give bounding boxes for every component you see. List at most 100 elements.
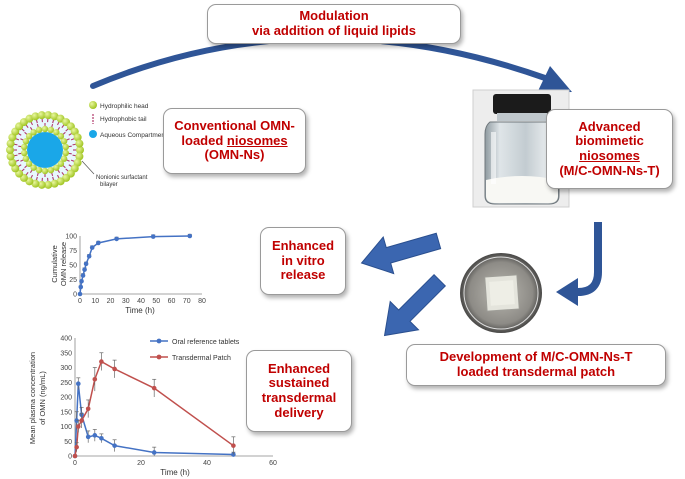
plasma-chart-data-point: [99, 359, 104, 364]
conventional-line-1: Conventional OMN-: [174, 118, 295, 134]
arrow-to-sustained: [383, 273, 447, 337]
outer-head: [56, 177, 65, 186]
release-chart-data-point: [96, 240, 101, 246]
modulation-title: Modulation: [299, 8, 369, 24]
modulation-box: Modulation via addition of liquid lipids: [207, 4, 461, 44]
modulation-curved-arrow: [90, 35, 572, 93]
inner-head: [47, 126, 55, 134]
plasma-chart-data-point: [79, 418, 84, 423]
inner-head: [57, 160, 65, 167]
inner-head: [35, 166, 43, 174]
outer-head: [76, 146, 84, 154]
inner-head: [41, 125, 49, 133]
plasma-chart-x-tick: 0: [73, 460, 77, 467]
release-chart-data-point: [79, 278, 84, 284]
plasma-chart-y-tick: 0: [68, 454, 72, 461]
inner-head: [53, 164, 60, 171]
inner-head: [57, 133, 65, 140]
inner-head: [22, 155, 30, 162]
plasma-chart-data-point: [85, 434, 91, 440]
outer-head: [50, 112, 59, 121]
release-chart-x-tick: 40: [137, 298, 145, 305]
sustained-line-4: delivery: [274, 404, 324, 420]
outer-head: [8, 158, 17, 167]
conventional-line-3: (OMN-Ns): [204, 147, 265, 163]
plasma-chart-data-point: [72, 453, 78, 459]
plasma-chart-series-line-0: [74, 383, 234, 457]
legend-aqueous-label: Aqueous Compartment: [100, 132, 167, 139]
plasma-chart-y-tick: 400: [60, 336, 72, 343]
niosome-legend: Hydrophilic head Hydrophobic tail Aqueou…: [81, 101, 167, 188]
advanced-line-1: Advanced: [578, 118, 641, 134]
down-hook-arrow: [556, 222, 602, 306]
invitro-box: Enhanced in vitro release: [260, 227, 346, 295]
legend-bilayer-label-2: bilayer: [100, 182, 118, 188]
plasma-chart-data-point: [85, 406, 91, 412]
sustained-box: Enhanced sustained transdermal delivery: [246, 350, 352, 432]
plasma-chart-data-point: [74, 444, 79, 450]
inner-head: [60, 155, 68, 162]
plasma-chart-data-point: [151, 450, 157, 455]
legend-oral-label: Oral reference tablets: [172, 339, 240, 346]
plasma-chart-ylabel-2: of OMN (ng/mL): [38, 371, 47, 425]
release-chart-data-point: [89, 245, 95, 250]
release-chart-data-point: [86, 253, 92, 259]
outer-head: [31, 112, 40, 121]
plasma-chart-y-tick: 100: [60, 424, 72, 431]
inner-head: [41, 167, 49, 175]
release-chart-x-tick: 50: [152, 298, 160, 305]
plasma-chart-data-point: [112, 443, 117, 448]
release-chart-data-point: [114, 236, 119, 242]
advanced-line-2: biomimetic: [575, 133, 644, 149]
outer-head: [6, 139, 15, 148]
release-chart-data-point: [78, 284, 84, 290]
plasma-chart-data-point: [92, 433, 98, 438]
modulation-subtitle: via addition of liquid lipids: [252, 23, 416, 38]
release-chart-series-line-0: [79, 235, 190, 295]
invitro-line-1: Enhanced: [271, 238, 335, 254]
release-chart-xlabel: Time (h): [125, 306, 155, 315]
plasma-chart-data-point: [76, 424, 81, 429]
outer-head: [31, 179, 40, 188]
inner-head: [30, 164, 37, 171]
plasma-chart-y-tick: 150: [60, 409, 72, 416]
plasma-chart-y-tick: 250: [60, 380, 72, 387]
outer-head: [6, 146, 14, 154]
jar-photo: [472, 89, 570, 208]
outer-head: [37, 180, 46, 189]
outer-head: [50, 179, 59, 188]
sustained-line-3: transdermal: [261, 390, 337, 405]
outer-head: [6, 152, 15, 161]
release-chart-x-tick: 30: [122, 298, 130, 305]
plasma-chart-y-tick: 50: [64, 439, 72, 446]
inner-head: [60, 138, 68, 145]
plasma-chart-ylabel-1: Mean plasma concentration: [28, 352, 37, 444]
inner-head: [30, 129, 37, 136]
plasma-chart-legend: Oral reference tablets Transdermal Patch: [150, 338, 240, 362]
plasma-chart-data-point: [92, 377, 98, 382]
plasma-chart-data-point: [76, 381, 81, 387]
plasma-chart-data-point: [99, 436, 104, 441]
advanced-line-4: (M/C-OMN-Ns-T): [559, 162, 660, 178]
legend-patch-marker: [156, 354, 162, 360]
plasma-chart-data-point: [231, 443, 236, 448]
outer-head: [75, 139, 84, 148]
aqueous-core: [27, 132, 63, 168]
plasma-chart-x-tick: 20: [137, 460, 145, 467]
release-chart-y-tick: 25: [69, 277, 77, 284]
release-chart-x-tick: 70: [183, 298, 191, 305]
sustained-line-2: sustained: [268, 375, 330, 391]
niosome-schematic: Hydrophilic head Hydrophobic tail Aqueou…: [6, 101, 167, 189]
release-chart-x-tick: 0: [78, 298, 82, 305]
development-line-2: loaded transdermal patch: [456, 364, 616, 379]
release-chart-data-point: [150, 234, 156, 239]
inner-head: [25, 133, 33, 140]
plasma-chart-data-point: [151, 385, 157, 391]
plasma-chart-x-tick: 60: [269, 460, 277, 467]
inner-head: [25, 160, 33, 167]
invitro-line-2: in vitro: [281, 252, 325, 268]
inner-head: [21, 149, 28, 157]
